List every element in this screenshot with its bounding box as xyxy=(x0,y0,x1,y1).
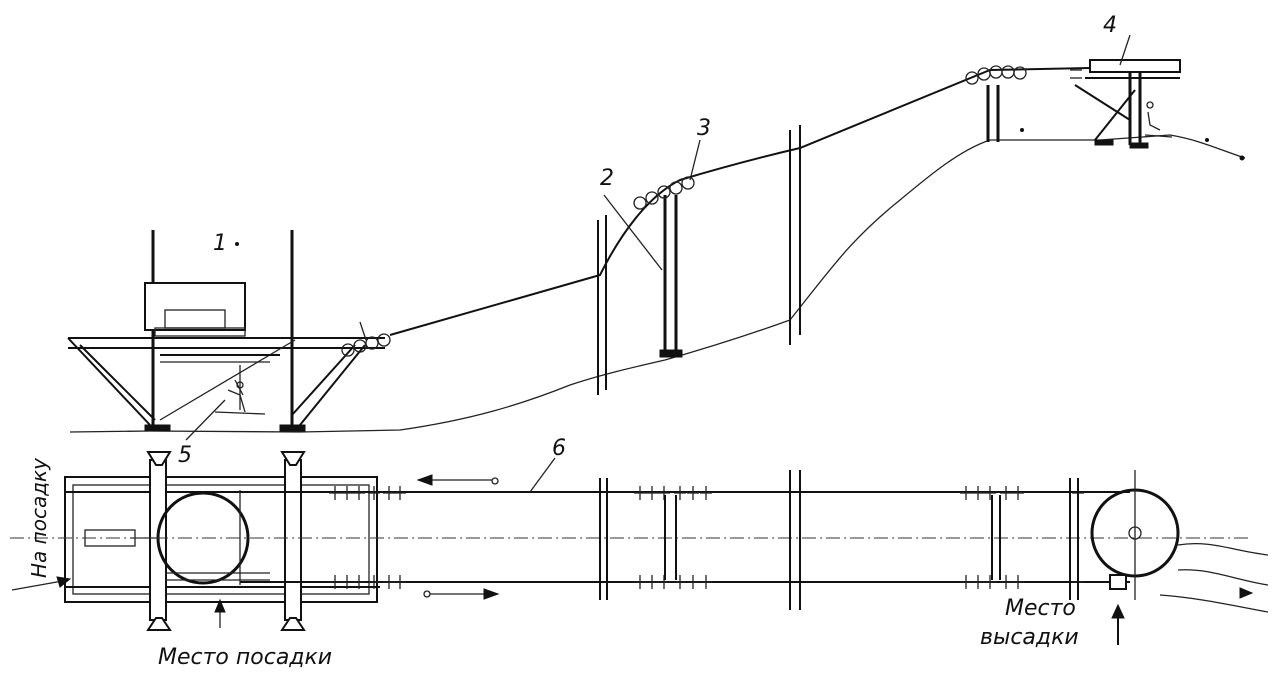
exit-place-label-line2: высадки xyxy=(980,625,1079,650)
elevation-view: 1 2 3 4 5 xyxy=(67,13,1246,468)
label-5: 5 xyxy=(178,443,192,468)
label-6: 6 xyxy=(552,436,566,461)
haul-rope xyxy=(389,67,1091,336)
label-2: 2 xyxy=(600,166,614,191)
boarding-place-label: Место посадки xyxy=(158,645,332,670)
upper-station xyxy=(235,34,1245,246)
to-boarding-label: На посадку xyxy=(27,457,51,578)
ground-profile xyxy=(69,134,1246,433)
intermediate-tower xyxy=(603,139,701,358)
upper-tower xyxy=(965,65,1027,142)
label-1: 1 xyxy=(213,231,227,256)
lower-station xyxy=(67,230,391,432)
label-3: 3 xyxy=(697,116,711,141)
plan-view: 6 На посадку Место посадки Место высадки xyxy=(10,436,1269,670)
exit-place-label-line1: Место xyxy=(1005,596,1076,621)
label-4: 4 xyxy=(1103,13,1117,38)
